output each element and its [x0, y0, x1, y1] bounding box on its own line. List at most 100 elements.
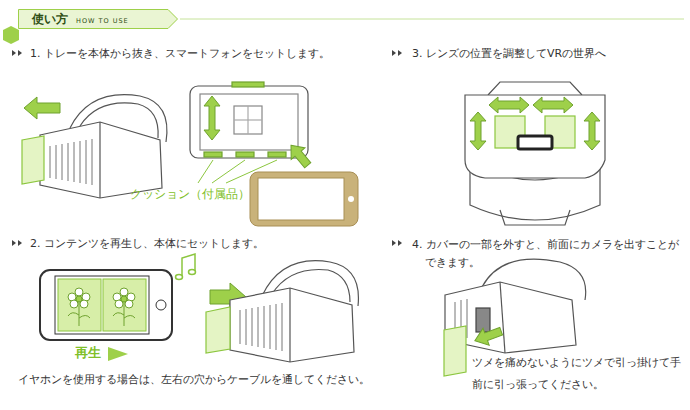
tray-top-view-part	[232, 82, 264, 87]
leader-line-part	[212, 160, 245, 183]
headset-side-part-part	[80, 141, 81, 183]
header-deco-part	[180, 19, 684, 20]
tab-row: 使い方 HOW TO USE	[18, 9, 178, 28]
header-deco-part	[3, 26, 19, 44]
headset-side-part	[50, 139, 92, 185]
smartphone-playing-part-part	[120, 288, 128, 296]
smartphone-playing-part	[55, 276, 149, 334]
headset-front-part	[465, 95, 605, 178]
smartphone-part	[258, 178, 344, 220]
subheading: HOW TO USE	[76, 17, 129, 25]
smartphone-playing-part-part	[113, 300, 135, 326]
headset-camera-part	[444, 326, 466, 376]
label-box: 4. カバーの一部を外すと、前面にカメラを出すことができます。	[412, 236, 684, 272]
step-marker	[12, 50, 402, 246]
step-marker-part	[18, 50, 22, 56]
insert-arrow-part	[284, 139, 315, 170]
adjust-arrow-part	[584, 112, 600, 150]
headset-side-part-part	[258, 307, 259, 347]
adjust-arrow	[470, 97, 600, 150]
smartphone-playing-part-part	[75, 288, 83, 296]
smartphone-playing	[40, 270, 172, 340]
headset-side-part-part	[240, 310, 241, 344]
label-box: 2. コンテンツを再生し、本体にセットします。	[30, 236, 390, 252]
adjust-arrow-part	[204, 96, 220, 140]
note: ツメを痛めないようにツメで引っ掛けて手前に引っ張ってください。	[472, 352, 684, 396]
tray-top-view-part	[204, 152, 222, 157]
label-box: 3. レンズの位置を調整してVRの世界へ	[412, 46, 682, 62]
headset-side-part-part	[68, 143, 69, 181]
note: イヤホンを使用する場合は、左右の穴からケーブルを通してください。	[18, 372, 428, 388]
insert-arrow	[284, 139, 315, 170]
tray-top-view-part	[234, 119, 262, 120]
tray-top-view-part	[268, 152, 286, 157]
step-text: 2. コンテンツを再生し、本体にセットします。	[30, 236, 390, 252]
headset-side-part-part	[74, 142, 75, 182]
headset-side	[22, 95, 167, 198]
adjust-arrow-part	[489, 97, 529, 113]
adjust-arrow-part	[533, 97, 573, 113]
leader-line-part	[198, 160, 213, 183]
headset-front-part	[500, 210, 570, 225]
tray-top-view-part	[200, 94, 298, 150]
headset-front	[465, 82, 605, 225]
headset-side-part-part	[282, 303, 283, 351]
headset-side-part-part	[56, 145, 57, 179]
play-triangle-part	[108, 347, 128, 361]
smartphone-playing-part-part	[68, 300, 90, 326]
step-marker-part	[18, 240, 22, 246]
headset-side-part	[22, 136, 44, 184]
headset-camera-part	[500, 282, 505, 353]
headset-side-part-part	[270, 305, 271, 349]
step-marker-part	[392, 50, 396, 56]
headset-side-part-part	[86, 140, 87, 184]
step-marker-part	[12, 240, 16, 246]
label-box: ツメを痛めないようにツメで引っ掛けて手前に引っ張ってください。	[472, 352, 684, 396]
adjust-arrow	[204, 96, 220, 140]
headset-side-part	[240, 303, 282, 351]
step-marker-part	[398, 50, 402, 56]
step-marker-part	[398, 240, 402, 246]
tab-outline	[19, 10, 178, 29]
play-triangle	[108, 347, 128, 361]
headset-side-part-part	[276, 304, 277, 350]
headset-side-part	[40, 122, 162, 198]
headset-side-part-part	[252, 308, 253, 346]
tray-top-view-part	[190, 86, 308, 158]
smartphone-playing-part	[68, 288, 135, 326]
smartphone-part	[348, 196, 354, 202]
step-text: 1. トレーを本体から抜き、スマートフォンをセットします。	[30, 46, 390, 62]
headset-side-part	[206, 307, 230, 353]
headset-camera-part-part	[467, 299, 468, 338]
headset-side-part-part	[264, 306, 265, 348]
label-box: イヤホンを使用する場合は、左右の穴からケーブルを通してください。	[18, 372, 428, 388]
smartphone-playing-part	[58, 279, 101, 331]
headset-side-part-part	[246, 309, 247, 345]
smartphone-playing-part	[156, 300, 166, 310]
music-note-part	[176, 275, 183, 280]
step-marker-part	[12, 50, 16, 56]
label-box: 1. トレーを本体から抜き、スマートフォンをセットします。	[30, 46, 390, 62]
smartphone-playing-part	[103, 279, 146, 331]
remove-arrow	[472, 323, 504, 349]
headset-side-part-part	[50, 146, 51, 178]
smartphone-playing-part-part	[76, 296, 82, 302]
remove-arrow-part	[472, 323, 504, 349]
part-name: クッション（付属品）	[130, 186, 280, 202]
tray-top-view	[190, 82, 308, 158]
heading: 使い方	[32, 11, 68, 28]
headset-side-part-part	[92, 139, 93, 185]
tray-top-view-part	[234, 106, 262, 134]
headset-front-part	[488, 82, 582, 95]
headset-side	[206, 261, 358, 362]
step-text: 3. レンズの位置を調整してVRの世界へ	[412, 46, 682, 62]
label-box: クッション（付属品）	[130, 186, 280, 202]
header-tab: 使い方 HOW TO USE	[18, 9, 178, 29]
pull-arrow	[24, 97, 60, 119]
smartphone	[250, 172, 358, 226]
label-box: 再生	[75, 344, 115, 361]
music-note-part	[189, 270, 196, 275]
step-text: 4. カバーの一部を外すと、前面にカメラを出すことができます。	[412, 236, 684, 272]
